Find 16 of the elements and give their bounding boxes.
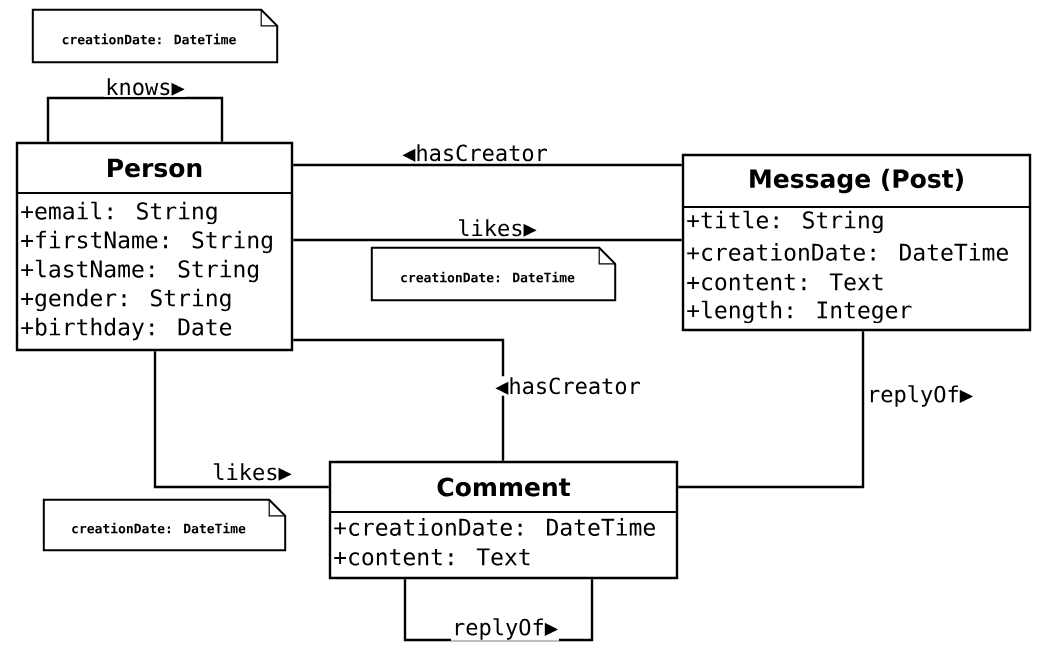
association-line bbox=[293, 338, 505, 461]
class-box: Comment +creationDate: DateTime +content: Text bbox=[328, 460, 679, 580]
edge-label: replyOf▶ bbox=[451, 617, 559, 641]
edge-label: ◀hasCreator bbox=[401, 143, 549, 163]
class-box: Message (Post) +title: String +creationDate: DateTime +content: Text +length: Integer bbox=[681, 153, 1032, 332]
edge-label: likes▶ bbox=[456, 218, 538, 238]
association-line bbox=[678, 331, 865, 489]
class-box: Person +email: String +firstName: String +lastName: String +gender: String +birthday: Date bbox=[15, 141, 294, 352]
edge-label: likes▶ bbox=[211, 462, 293, 482]
edge-label: replyOf▶ bbox=[866, 384, 974, 408]
association-line bbox=[293, 163, 682, 167]
association-line bbox=[46, 96, 224, 142]
edge-label: knows▶ bbox=[104, 77, 186, 97]
association-line bbox=[293, 238, 682, 242]
edge-label: ◀hasCreator bbox=[494, 376, 642, 396]
association-line bbox=[153, 351, 329, 489]
